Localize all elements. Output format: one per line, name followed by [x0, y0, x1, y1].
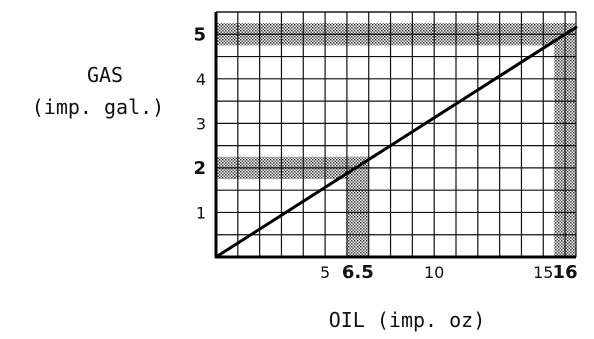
y-tick-label: 3	[196, 114, 206, 133]
x-tick-label: 15	[533, 263, 553, 282]
x-tick-label: 16	[553, 262, 578, 283]
y-tick-label: 1	[196, 203, 206, 222]
highlight-band-vertical-0	[346, 156, 369, 257]
mix-ratio-line-group	[214, 25, 578, 259]
mix-ratio-line	[214, 25, 578, 259]
x-axis-label: OIL (imp. oz)	[329, 308, 486, 332]
y-axis-label-line2: (imp. gal.)	[32, 95, 164, 119]
grid	[214, 11, 577, 259]
y-axis-label-line1: GAS	[87, 63, 123, 87]
y-tick-label: 5	[193, 24, 206, 45]
x-tick-label: 10	[424, 263, 444, 282]
y-tick-label: 4	[196, 70, 206, 89]
y-tick-label: 2	[193, 158, 206, 179]
x-tick-label: 5	[320, 263, 330, 282]
x-tick-label: 6.5	[342, 262, 374, 283]
